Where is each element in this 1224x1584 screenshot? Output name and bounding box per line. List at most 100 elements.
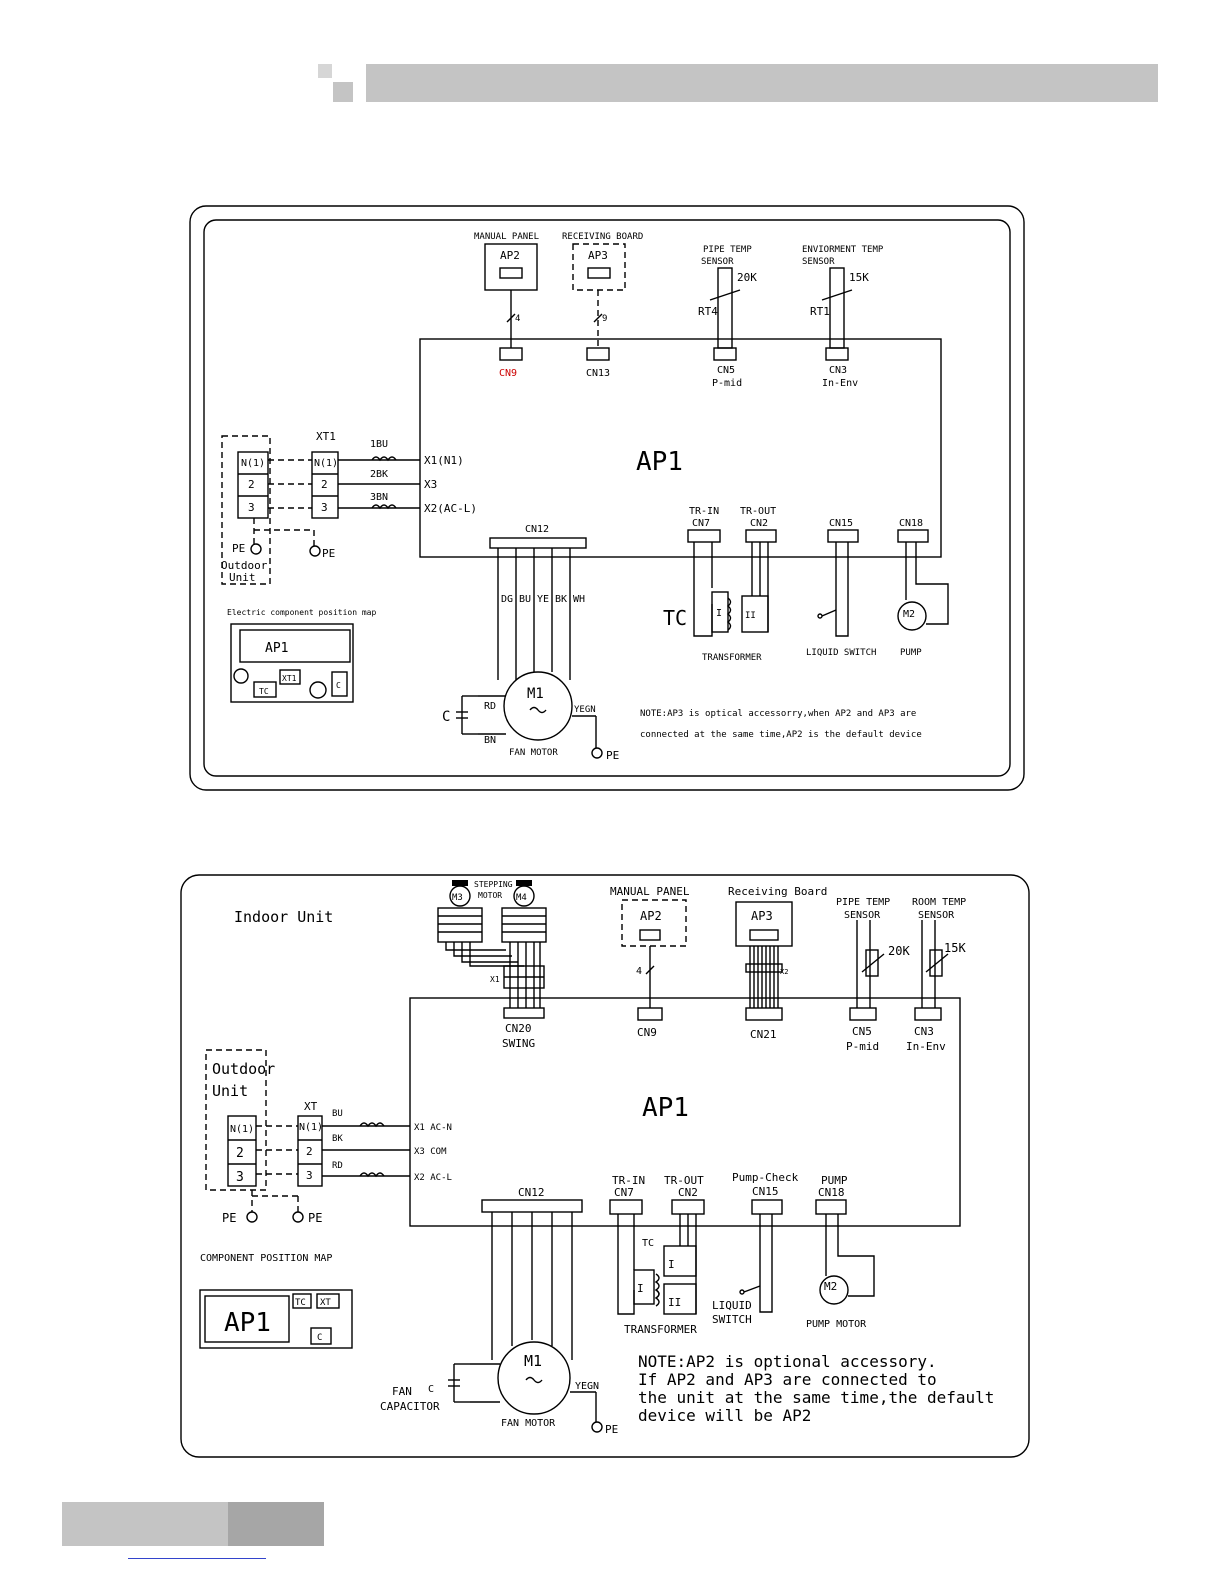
d1-map-ap1: AP1 [265,641,288,656]
d1-liquid-switch-label: LIQUID SWITCH [806,648,876,658]
d2-wire-count-4: 4 [636,966,642,977]
d1-pump-motor-m2 [897,601,927,631]
d1-env-temp-sensor: SENSOR [802,257,835,267]
d1-map-ap1-box [239,629,351,663]
d2-m3-label: M3 [452,893,463,903]
d2-motor-label: MOTOR [478,891,502,900]
d1-outdoor-n1: N(1) [241,458,265,469]
d1-20k-label: 20K [737,271,757,284]
d1-env-temp-label: ENVIORMENT TEMP [802,245,884,255]
d2-ap2-connector [639,929,661,941]
d2-fan-label: FAN [392,1385,412,1398]
d1-x1-label: X1(N1) [424,454,464,467]
d1-outdoor-terminal-block [237,451,269,519]
d1-ap2-label: AP2 [500,249,520,262]
d1-cn3-label: CN3 [829,365,847,376]
d1-15k-label: 15K [849,271,869,284]
d2-ground-icon-2 [292,1211,304,1223]
d1-xt1-block [311,451,339,519]
d2-x1-acn: X1 AC-N [414,1123,452,1133]
d1-pump-label: PUMP [900,648,922,658]
d2-manual-panel-label: MANUAL PANEL [610,885,690,898]
d2-map-c: C [317,1333,322,1343]
d1-outdoor-unit-box [221,435,271,585]
d1-coil1-label: I [716,608,722,619]
d2-indoor-unit-label: Indoor Unit [234,908,333,926]
d2-m3-cap [452,880,468,886]
d1-wire-count-4: 4 [515,314,520,324]
d2-map-box [199,1289,353,1349]
d2-wire-bk: BK [332,1134,343,1144]
d2-outdoor-terminal-block [227,1115,257,1187]
d2-cn7-label: CN7 [614,1186,634,1199]
d2-x3-com: X3 COM [414,1147,447,1157]
d1-tr-in-label: TR-IN [689,506,719,517]
d1-map-circle-1 [233,668,249,684]
d2-liquid-label: LIQUID [712,1299,752,1312]
d2-map-xt: XT [320,1298,331,1308]
d1-x2-label: X2(AC-L) [424,502,477,515]
footer-link-underline[interactable] [128,1558,266,1559]
d2-wire-rd: RD [332,1161,343,1171]
d1-cn7-connector [687,529,721,543]
d1-wire-bu: BU [519,594,531,605]
d1-fan-motor-m1 [503,671,573,741]
d1-cn18-label: CN18 [899,518,923,529]
d2-cn15-label: CN15 [752,1185,779,1198]
d2-m3-connector [437,907,483,943]
d2-pipe-temp-sensor: SENSOR [844,910,881,921]
d1-map-xt1-box [279,669,301,685]
d1-wire-ye: YE [537,594,549,605]
d2-ap1-label: AP1 [642,1093,689,1123]
d1-wire-2bk: 2BK [370,469,388,480]
d2-transformer-label: TRANSFORMER [624,1323,697,1336]
d2-cn18-connector [815,1199,847,1215]
d1-wire-dg: DG [501,594,513,605]
d2-room-temp-label: ROOM TEMP [912,897,966,908]
d2-outdoor-label-2: Unit [212,1082,248,1100]
d2-yegn-label: YEGN [575,1381,599,1392]
d2-pump-motor-m2 [819,1275,849,1305]
d2-pipe-sensor-resistor [865,949,879,977]
d1-note-line-1: NOTE:AP3 is optical accessorry,when AP2 … [640,709,916,719]
d1-cn12-connector [489,537,587,549]
d1-map-title: Electric component position map [227,608,376,617]
d2-pump-motor-label: PUMP MOTOR [806,1319,867,1330]
d1-xt1-2: 2 [321,478,328,491]
d1-receiving-board-label: RECEIVING BOARD [562,232,643,242]
d1-ground-icon-fan [591,747,603,759]
d2-15k-label: 15K [944,941,966,955]
d2-coil2b-label: II [668,1296,681,1309]
d2-outdoor-label-1: Outdoor [212,1060,275,1078]
d2-m1-label: M1 [524,1352,542,1370]
d2-cn3-connector [914,1007,942,1021]
d1-wire-1bu: 1BU [370,439,388,450]
d2-map-ap1: AP1 [224,1308,271,1338]
d1-pipe-temp-label: PIPE TEMP [703,245,752,255]
d2-x2-label: X2 [780,968,788,976]
d1-map-tc: TC [259,687,269,696]
d1-coil2-label: II [745,611,756,621]
d1-cn2-connector [745,529,777,543]
d1-inner-frame [203,219,1011,777]
d2-cn21-label: CN21 [750,1028,777,1041]
d1-ground-icon [250,543,262,555]
d1-xt1-label: XT1 [316,430,336,443]
d1-cn18-connector [897,529,929,543]
d2-outdoor-n1: N(1) [230,1124,254,1135]
d2-x1-label: X1 [490,975,500,984]
d2-comp-map-title: COMPONENT POSITION MAP [200,1253,332,1264]
d2-switch-label: SWITCH [712,1313,752,1326]
d1-cn5-connector [713,347,737,361]
d1-m1-label: M1 [527,686,544,702]
d1-map-xt1: XT1 [282,674,297,683]
d2-outdoor-unit-box [205,1049,267,1191]
header-square-light [318,64,332,78]
d1-tc-label: TC [663,606,687,630]
d2-pipe-temp-label: PIPE TEMP [836,897,890,908]
d1-x3-label: X3 [424,478,437,491]
d1-coil-1 [711,591,729,633]
d2-m4-connector [501,907,547,943]
d2-cn21-connector [745,1007,783,1021]
d2-receiving-board-label: Receiving Board [728,885,827,898]
